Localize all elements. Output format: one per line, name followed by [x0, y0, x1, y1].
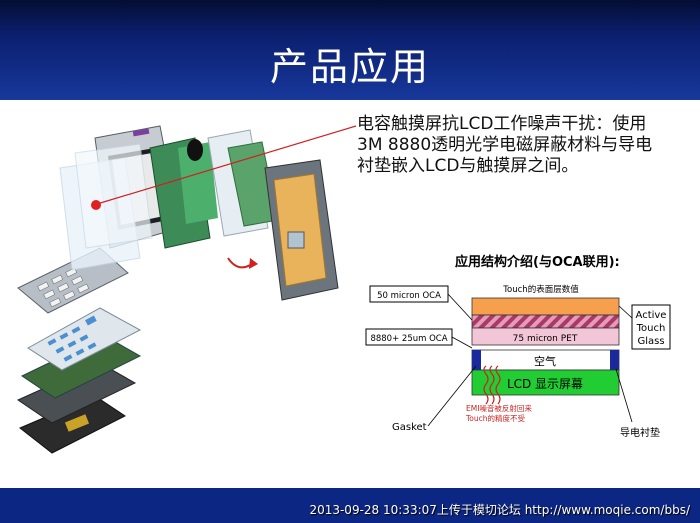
active-touch-glass-layer: [471, 297, 620, 316]
structure-diagram-title: 应用结构介绍(与OCA联用):: [455, 255, 620, 270]
emi-label-line2: Touch的精度不受: [465, 413, 526, 423]
footer-watermark: 2013-09-28 10:33:07上传于模切论坛 http://www.mo…: [309, 503, 690, 517]
film-label: 8880+ 25um OCA: [370, 334, 447, 344]
conductive-pad-label: 导电衬垫: [620, 426, 660, 439]
left-gasket: [472, 350, 481, 370]
glass-label-line2: Touch: [636, 323, 666, 334]
glass-label-line3: Glass: [637, 336, 664, 347]
oca-label: 50 micron OCA: [377, 291, 441, 301]
slide-description: 电容触摸屏抗LCD工作噪声干扰：使用3M 8880透明光学电磁屏蔽材料与导电衬垫…: [357, 114, 653, 176]
phone-exploded-illustration: [16, 125, 357, 454]
lcd-layer-label: LCD 显示屏幕: [507, 377, 583, 391]
glass-label-box: [631, 304, 671, 350]
pet-layer-label: 75 micron PET: [513, 334, 578, 344]
oca-label-box: [369, 285, 449, 303]
glass-label-line1: Active: [636, 310, 667, 321]
touch-coating-label: Touch的表面层数值: [502, 284, 579, 295]
slide-title: 产品应用: [269, 45, 430, 89]
title-bar: [0, 0, 700, 100]
air-gap-label: 空气: [534, 354, 556, 368]
right-gasket: [610, 350, 619, 370]
oca-hatch-layer: [471, 314, 620, 329]
gasket-label: Gasket: [392, 422, 427, 433]
layer-structure-diagram: Touch的表面层数值 75 micron PET 空气 LCD 显示屏幕 Ac…: [365, 284, 671, 439]
emi-label-line1: EMI噪音被反射回来: [466, 403, 532, 413]
bottom-bar: [0, 488, 700, 523]
pet-layer: [471, 327, 620, 346]
emi-wave: [483, 365, 501, 405]
